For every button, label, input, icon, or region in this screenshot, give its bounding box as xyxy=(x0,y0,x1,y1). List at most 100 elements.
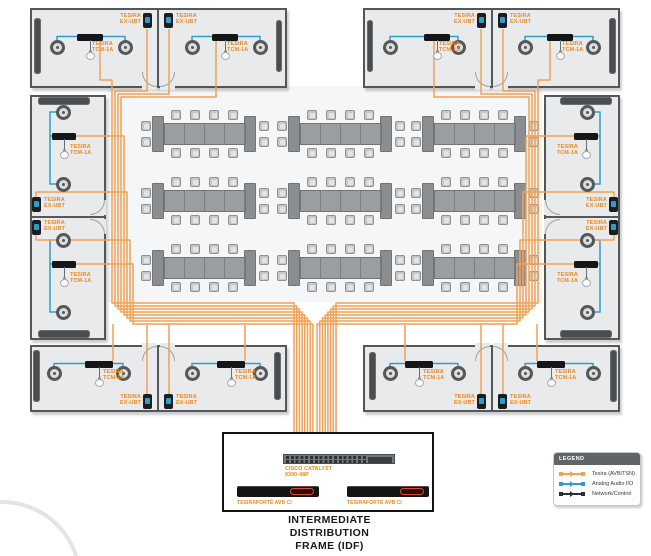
chair xyxy=(307,110,317,120)
ceiling-speaker-icon xyxy=(55,104,71,120)
pendant-stem-icon xyxy=(585,139,587,151)
wall-display xyxy=(34,18,41,74)
ceiling-speaker-icon xyxy=(579,232,595,248)
ceiling-speaker-icon xyxy=(184,365,200,381)
idf-title: INTERMEDIATE DISTRIBUTION FRAME (IDF) xyxy=(252,514,407,552)
legend: LEGEND Tesira (AVB/TSN) Analog Audio I/O xyxy=(553,452,641,506)
tcm-1a-label: TESIRA TCM-1A xyxy=(439,41,461,54)
tcm-mic-bar-icon xyxy=(52,133,76,140)
ex-ubt-label: TESIRA EX-UBT xyxy=(176,13,198,26)
ex-ubt-label: TESIRA EX-UBT xyxy=(453,13,475,26)
pendant-stem-icon xyxy=(89,40,91,52)
pendant-mic-icon xyxy=(59,279,69,287)
pendant-cap-icon xyxy=(558,50,562,53)
idf-title-line1: INTERMEDIATE xyxy=(288,514,371,526)
tcm-1a-label: TESIRA TCM-1A xyxy=(556,144,578,157)
chair xyxy=(307,148,317,158)
forte-label-left: TESIRAFORTÉ AVB CI xyxy=(237,500,292,506)
ceiling-speaker-icon xyxy=(184,39,200,55)
tcm-1a-label: TESIRA TCM-1A xyxy=(555,369,577,382)
forte-front-panel-icon xyxy=(400,487,424,495)
ex-ubt-label: TESIRA EX-UBT xyxy=(585,220,607,233)
switch-uplink-ports xyxy=(368,456,392,463)
ex-ubt-device-icon xyxy=(32,220,41,235)
chair xyxy=(307,177,317,187)
line-endpoint-icon xyxy=(581,491,585,496)
pendant-mic-icon xyxy=(581,151,591,159)
ex-ubt-label: TESIRA EX-UBT xyxy=(176,394,198,407)
tesiraforte-unit-left xyxy=(237,486,319,497)
ceiling-speaker-icon xyxy=(517,39,533,55)
forte-front-panel-icon xyxy=(290,487,314,495)
legend-item-tesira: Tesira (AVB/TSN) xyxy=(559,470,639,478)
tcm-1a-label: TESIRA TCM-1A xyxy=(562,41,584,54)
wall-display xyxy=(38,97,90,105)
pendant-cap-icon xyxy=(62,149,66,152)
ceiling-speaker-icon xyxy=(55,232,71,248)
ex-ubt-label: TESIRA EX-UBT xyxy=(453,394,475,407)
arrow-icon xyxy=(570,470,574,477)
ceiling-speaker-icon xyxy=(382,39,398,55)
ceiling-speaker-icon xyxy=(117,39,133,55)
ceiling-speaker-icon xyxy=(252,39,268,55)
ex-ubt-device-icon xyxy=(143,394,152,409)
ceiling-speaker-icon xyxy=(49,39,65,55)
ex-ubt-device-icon xyxy=(164,13,173,28)
ceiling-speaker-icon xyxy=(55,304,71,320)
tcm-1a-label: TESIRA TCM-1A xyxy=(235,369,257,382)
tcm-mic-bar-icon xyxy=(574,133,598,140)
ceiling-speaker-icon xyxy=(450,365,466,381)
ex-ubt-device-icon xyxy=(498,394,507,409)
ex-ubt-device-icon xyxy=(143,13,152,28)
line-endpoint-icon xyxy=(559,491,563,496)
arrow-icon xyxy=(570,490,574,497)
ex-ubt-device-icon xyxy=(477,13,486,28)
legend-label-tesira: Tesira (AVB/TSN) xyxy=(592,471,635,477)
wall-display xyxy=(560,97,612,105)
idf-title-line2: DISTRIBUTION xyxy=(289,526,370,539)
tcm-1a-label: TESIRA TCM-1A xyxy=(70,144,92,157)
line-endpoint-icon xyxy=(581,481,585,486)
ex-ubt-label: TESIRA EX-UBT xyxy=(585,197,607,210)
tcm-1a-label: TESIRA TCM-1A xyxy=(556,272,578,285)
line-endpoint-icon xyxy=(559,471,563,476)
idf-title-line3: FRAME (IDF) xyxy=(295,539,364,552)
ex-ubt-device-icon xyxy=(477,394,486,409)
ceiling-speaker-icon xyxy=(579,176,595,192)
ceiling-speaker-icon xyxy=(46,365,62,381)
ex-ubt-label: TESIRA EX-UBT xyxy=(44,197,66,210)
ex-ubt-label: TESIRA EX-UBT xyxy=(510,394,532,407)
wall-display xyxy=(609,18,616,74)
line-endpoint-icon xyxy=(559,481,563,486)
legend-item-analog: Analog Audio I/O xyxy=(559,480,639,488)
ex-ubt-label: TESIRA EX-UBT xyxy=(44,220,66,233)
tesiraforte-unit-right xyxy=(347,486,429,497)
legend-item-network: Network/Control xyxy=(559,490,639,498)
ex-ubt-device-icon xyxy=(498,13,507,28)
ceiling-speaker-icon xyxy=(55,176,71,192)
legend-label-analog: Analog Audio I/O xyxy=(592,481,634,487)
legend-header: LEGEND xyxy=(554,453,640,465)
arrow-icon xyxy=(570,480,574,487)
pendant-stem-icon xyxy=(559,40,561,52)
tcm-1a-label: TESIRA TCM-1A xyxy=(92,41,114,54)
ex-ubt-device-icon xyxy=(164,394,173,409)
legend-label-network: Network/Control xyxy=(592,491,632,497)
ex-ubt-label: TESIRA EX-UBT xyxy=(119,394,141,407)
ex-ubt-device-icon xyxy=(32,197,41,212)
ceiling-speaker-icon xyxy=(517,365,533,381)
tcm-1a-label: TESIRA TCM-1A xyxy=(423,369,445,382)
tcm-1a-label: TESIRA TCM-1A xyxy=(103,369,125,382)
ex-ubt-device-icon xyxy=(609,220,618,235)
line-endpoint-icon xyxy=(581,471,585,476)
ceiling-speaker-icon xyxy=(382,365,398,381)
ceiling-speaker-icon xyxy=(579,304,595,320)
pendant-mic-icon xyxy=(59,151,69,159)
pendant-mic-icon xyxy=(581,279,591,287)
network-switch xyxy=(283,454,395,464)
tcm-1a-label: TESIRA TCM-1A xyxy=(70,272,92,285)
ex-ubt-device-icon xyxy=(609,197,618,212)
switch-ports-row-bottom xyxy=(286,460,366,464)
